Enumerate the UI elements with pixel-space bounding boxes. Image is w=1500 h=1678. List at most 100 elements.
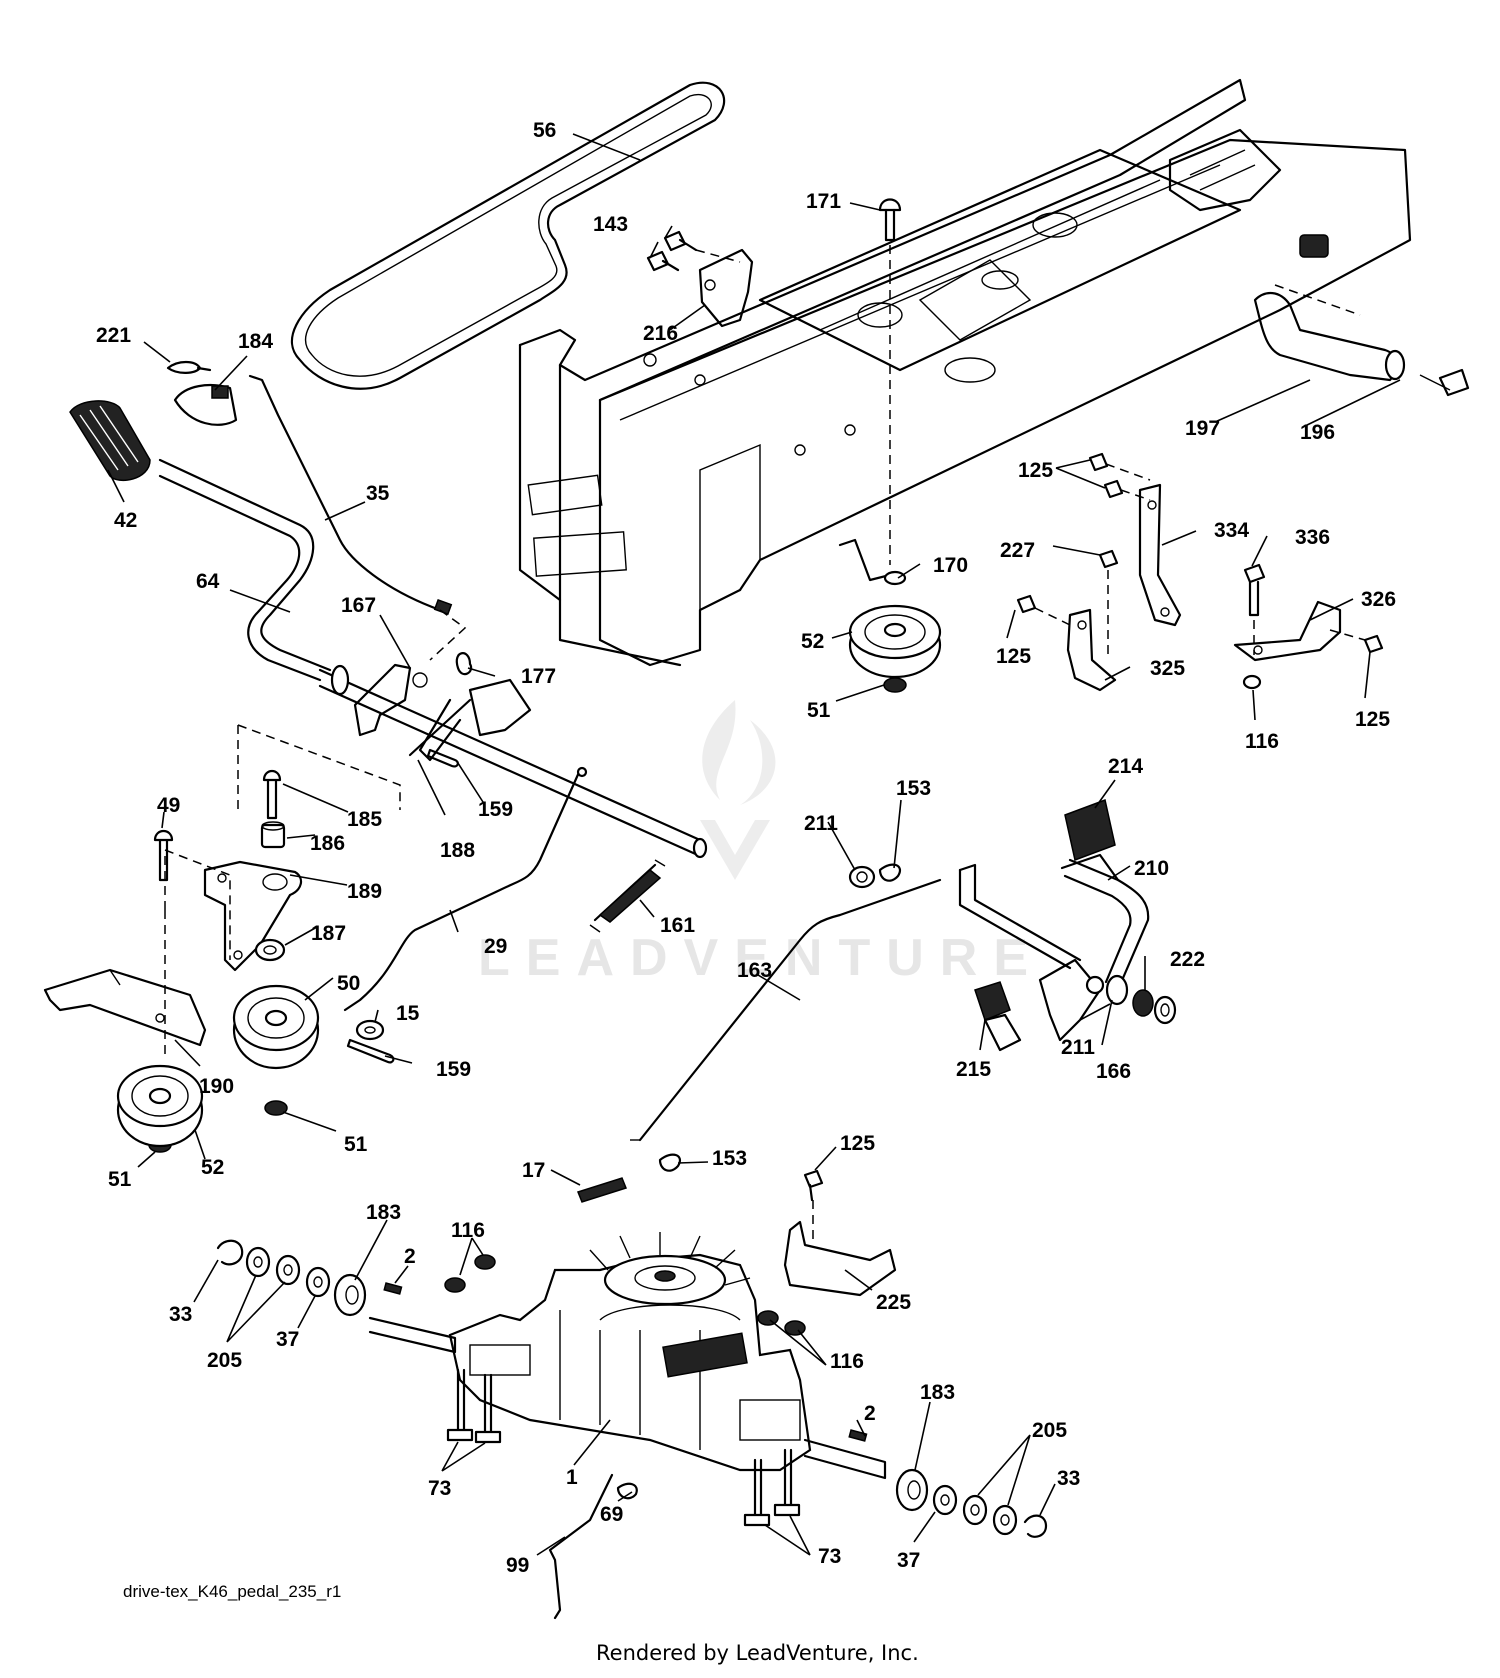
part-73-bolts-right bbox=[743, 1448, 801, 1527]
label-51-middle: 51 bbox=[344, 1133, 368, 1156]
part-210-pedal-arm bbox=[958, 853, 1150, 1042]
part-159-pin-lower bbox=[346, 1038, 395, 1064]
part-163-rod bbox=[630, 878, 942, 1142]
label-116-top: 116 bbox=[451, 1219, 485, 1242]
label-73-right: 73 bbox=[818, 1545, 841, 1568]
part-197-stabilizer-bar bbox=[1253, 284, 1406, 382]
label-215: 215 bbox=[956, 1058, 991, 1081]
label-177: 177 bbox=[521, 665, 556, 688]
part-35-rod bbox=[248, 374, 453, 616]
part-125-bolt-right bbox=[1363, 634, 1384, 654]
part-125-bolt-lower bbox=[803, 1169, 824, 1240]
label-214: 214 bbox=[1108, 755, 1143, 778]
part-56-drive-belt bbox=[290, 81, 726, 390]
label-163: 163 bbox=[737, 959, 772, 982]
part-153-clip-lower bbox=[658, 1153, 681, 1172]
label-125-right: 125 bbox=[1355, 708, 1390, 731]
part-125-bolts-upper bbox=[1088, 452, 1151, 501]
part-116-nut-upper bbox=[1242, 674, 1262, 690]
label-37-left: 37 bbox=[276, 1328, 299, 1351]
part-225-shield bbox=[783, 1220, 897, 1297]
label-125-upper: 125 bbox=[1018, 459, 1053, 482]
label-161: 161 bbox=[660, 914, 695, 937]
label-42: 42 bbox=[114, 509, 137, 532]
label-196: 196 bbox=[1300, 421, 1335, 444]
part-17-spring bbox=[577, 1177, 627, 1203]
part-69-clip bbox=[616, 1482, 638, 1500]
label-205-right: 205 bbox=[1032, 1419, 1067, 1442]
label-159-lower: 159 bbox=[436, 1058, 471, 1081]
label-35: 35 bbox=[366, 482, 390, 505]
label-49: 49 bbox=[157, 794, 180, 817]
part-166-washer bbox=[1153, 995, 1177, 1025]
part-326-bracket bbox=[1233, 600, 1366, 662]
part-52-pulley-center bbox=[848, 604, 942, 679]
part-334-bracket bbox=[1138, 483, 1182, 627]
label-166: 166 bbox=[1096, 1060, 1131, 1083]
part-153-clip-upper bbox=[878, 863, 901, 882]
part-161-spring bbox=[589, 859, 666, 933]
part-190-shield bbox=[43, 968, 207, 1047]
label-205-left: 205 bbox=[207, 1349, 242, 1372]
part-125-bolt-middle bbox=[1016, 594, 1071, 626]
part-116-nuts-right bbox=[757, 1310, 806, 1336]
label-125-lower: 125 bbox=[840, 1132, 875, 1155]
assembly-guide-line bbox=[237, 724, 401, 810]
label-51-left: 51 bbox=[108, 1168, 132, 1191]
part-205-washers-left bbox=[245, 1246, 301, 1286]
part-33-e-clip-right bbox=[1023, 1514, 1048, 1538]
part-336-bolt bbox=[1243, 563, 1266, 655]
label-159-upper: 159 bbox=[478, 798, 513, 821]
label-183-right: 183 bbox=[920, 1381, 955, 1404]
label-15: 15 bbox=[396, 1002, 420, 1025]
part-1-transaxle bbox=[448, 1232, 812, 1472]
label-210: 210 bbox=[1134, 857, 1169, 880]
part-187-washer bbox=[254, 938, 286, 962]
part-49-bolt bbox=[153, 829, 174, 882]
label-170: 170 bbox=[933, 554, 968, 577]
label-33-right: 33 bbox=[1057, 1467, 1080, 1490]
label-29: 29 bbox=[484, 935, 507, 958]
label-51-center: 51 bbox=[807, 699, 831, 722]
label-50: 50 bbox=[337, 972, 360, 995]
part-51-nut-center bbox=[883, 677, 907, 693]
part-205-washers-right bbox=[962, 1494, 1018, 1536]
label-216: 216 bbox=[643, 322, 678, 345]
part-33-e-clip-left bbox=[216, 1239, 244, 1266]
label-190: 190 bbox=[199, 1075, 234, 1098]
part-170-spring bbox=[838, 538, 907, 586]
label-143: 143 bbox=[593, 213, 628, 236]
part-52-pulley-left bbox=[116, 1064, 204, 1148]
label-2-right: 2 bbox=[864, 1402, 876, 1425]
label-116-upper: 116 bbox=[1245, 730, 1279, 753]
label-187: 187 bbox=[311, 922, 346, 945]
part-2-key-left bbox=[383, 1282, 403, 1295]
label-37-right: 37 bbox=[897, 1549, 920, 1572]
label-56: 56 bbox=[533, 119, 556, 142]
part-116-nuts-top bbox=[444, 1254, 496, 1293]
part-196-bolt bbox=[1419, 368, 1470, 397]
label-2-left: 2 bbox=[404, 1245, 416, 1268]
part-73-bolts-left bbox=[446, 1368, 502, 1444]
label-153-upper: 153 bbox=[896, 777, 931, 800]
render-footer: Rendered by LeadVenture, Inc. bbox=[596, 1641, 919, 1665]
diagram-caption: drive-tex_K46_pedal_235_r1 bbox=[123, 1582, 341, 1601]
part-37-washer-left bbox=[305, 1266, 331, 1298]
part-143-bolts bbox=[646, 230, 741, 272]
leader-lines bbox=[107, 133, 1401, 1556]
label-1: 1 bbox=[566, 1466, 578, 1489]
part-15-washer bbox=[355, 1019, 385, 1041]
part-188-lever bbox=[408, 678, 532, 762]
part-214-pedal-pad bbox=[1064, 798, 1116, 862]
label-52-center: 52 bbox=[801, 630, 824, 653]
label-225: 225 bbox=[876, 1291, 911, 1314]
right-axle-shaft bbox=[803, 1438, 887, 1480]
part-159-pin-upper bbox=[426, 748, 459, 768]
label-52-left: 52 bbox=[201, 1156, 224, 1179]
leadventure-watermark: LEADVENTURE bbox=[478, 700, 1028, 987]
part-183-bearing-left bbox=[333, 1273, 367, 1317]
part-215-pedal-pad bbox=[974, 981, 1022, 1052]
label-211-upper: 211 bbox=[804, 812, 838, 835]
